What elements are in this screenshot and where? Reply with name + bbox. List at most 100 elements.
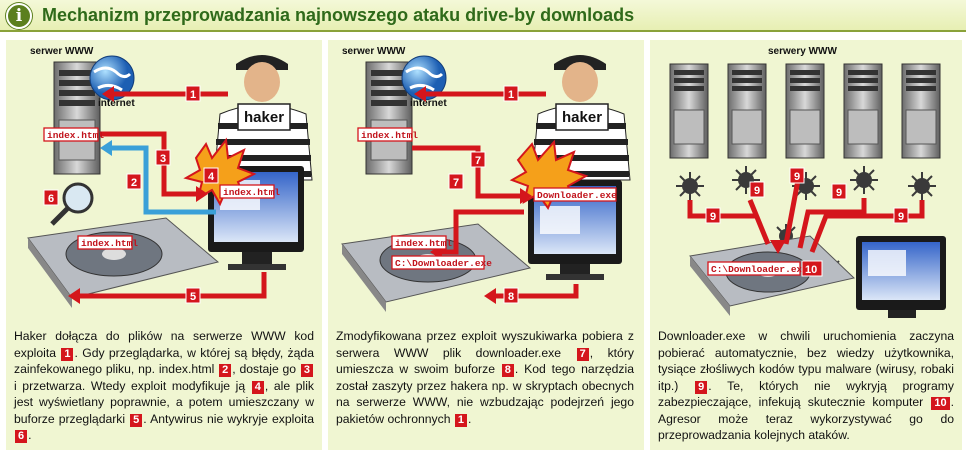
step-number-badge: 1 [61,347,74,361]
panel-1-illustration: serwer WWW internet haker [27,46,313,308]
svg-text:9: 9 [836,187,842,199]
svg-text:2: 2 [131,177,137,189]
svg-text:8: 8 [508,291,514,303]
step-number-badge: 2 [219,364,232,377]
step-badge-1: 1 [503,85,519,102]
monitor-icon [856,236,946,318]
virus-icon [676,172,704,200]
step-badge-8: 8 [503,287,519,304]
svg-text:index.html: index.html [47,130,104,141]
step-badge-9: 9 [831,183,847,200]
svg-text:C:\Downloader.exe: C:\Downloader.exe [711,264,808,275]
caption-text: , który umieszcza w swoim buforze [336,345,634,377]
step-number-badge: 10 [931,397,950,410]
virus-icon [850,166,878,194]
svg-text:9: 9 [710,211,716,223]
caption-text: Downloader.exe w chwili uruchomienia zac… [658,329,954,393]
svg-text:5: 5 [190,291,196,303]
panel-step-3: serwery WWW [650,40,962,450]
server-tower-icon [901,63,941,159]
diagram-title: Mechanizm przeprowadzania najnowszego at… [42,5,635,25]
caption-text: . Antywirus nie wykryje exploita [143,411,314,426]
caption-text: Haker dołącza do plików na serwerze WWW … [14,329,314,360]
downloader-exe-label-browser: Downloader.exe [533,187,617,202]
internet-label: internet [410,98,447,109]
caption-text: Zmodyfikowana przez exploit wyszukiwarka… [336,329,634,360]
index-html-label-cache: index.html [391,235,452,250]
svg-text:index.html: index.html [223,187,280,198]
step-badge-10: 10 [801,260,823,277]
arrow-step-9 [687,179,925,254]
step-badge-4: 4 [203,167,219,184]
svg-text:index.html: index.html [395,238,452,249]
svg-text:4: 4 [208,171,215,183]
arrow-step-5 [68,272,267,304]
svg-text:9: 9 [794,171,800,183]
arrow-step-1 [102,86,228,102]
svg-text:1: 1 [508,89,514,101]
index-html-label-server: index.html [43,127,104,142]
server-tower-icon [785,63,825,159]
hacker-sign-label: haker [562,109,602,126]
step-number-badge: 8 [501,364,514,377]
svg-text:C:\Downloader.exe: C:\Downloader.exe [395,258,492,269]
svg-text:9: 9 [754,185,760,197]
caption-text: , dostaje go [232,362,300,376]
svg-text:Downloader.exe: Downloader.exe [537,190,617,201]
caption-text: . Kod tego narzędzia został zaszyty prze… [336,362,634,426]
svg-text:7: 7 [453,177,459,189]
step-badge-5: 5 [185,287,201,304]
caption-text: , ale plik jest wyświetlany poprawnie, a… [14,378,314,426]
server-label: serwer WWW [30,46,94,57]
arrow-step-2 [100,140,216,215]
server-tower-icon [843,63,883,159]
magnifier-icon [50,182,94,226]
caption-text: . Agresor może teraz wykorzystywać go do… [658,395,954,442]
svg-text:9: 9 [898,211,904,223]
step-badge-9: 9 [705,207,721,224]
header-bar: i Mechanizm przeprowadzania najnowszego … [0,0,966,32]
caption-text: . [28,428,32,442]
step-badge-9: 9 [749,181,765,198]
internet-label: internet [98,98,135,109]
panel-1-caption: Haker dołącza do plików na serwerze WWW … [14,328,314,444]
panel-step-2: serwer WWW internet haker [328,40,644,450]
index-html-label-browser: index.html [219,184,280,199]
panel-step-1: serwer WWW internet haker [6,40,322,450]
panel-2-caption: Zmodyfikowana przez exploit wyszukiwarka… [336,328,634,427]
hard-drive-icon [27,217,220,308]
svg-text:10: 10 [805,264,817,276]
index-html-label-server: index.html [357,127,418,142]
step-number-badge: 4 [251,380,264,394]
index-html-label-cache: index.html [77,235,138,250]
caption-text: . [468,411,472,426]
panel-3-illustration: serwery WWW [669,46,946,318]
panel-2-illustration: serwer WWW internet haker [341,46,631,312]
hacker-sign-label: haker [244,109,284,126]
server-tower-icon [669,63,709,159]
step-badge-6: 6 [43,189,59,206]
servers-label: serwery WWW [768,46,837,57]
svg-text:7: 7 [475,155,481,167]
server-tower-icon [727,63,767,159]
arrow-step-3 [100,131,208,202]
virus-icon [908,172,936,200]
panel-3-caption: Downloader.exe w chwili uruchomienia zac… [658,328,954,444]
svg-text:6: 6 [48,193,54,205]
hard-drive-icon [689,235,856,316]
info-icon: i [6,3,32,29]
step-badge-2: 2 [126,173,142,190]
step-number-badge: 1 [454,413,468,427]
step-badge-3: 3 [155,149,171,166]
downloader-path-label: C:\Downloader.exe [707,261,808,276]
svg-text:index.html: index.html [81,238,138,249]
step-badge-7: 7 [448,173,464,190]
step-badge-7: 7 [470,151,486,168]
step-number-badge: 6 [15,430,28,443]
svg-text:3: 3 [160,153,166,165]
step-number-badge: 9 [695,380,708,394]
caption-text: . Te, których nie wykryją programy zabez… [658,378,954,410]
svg-text:1: 1 [190,89,196,101]
step-number-badge: 3 [300,364,313,377]
step-number-badge: 7 [576,347,589,361]
